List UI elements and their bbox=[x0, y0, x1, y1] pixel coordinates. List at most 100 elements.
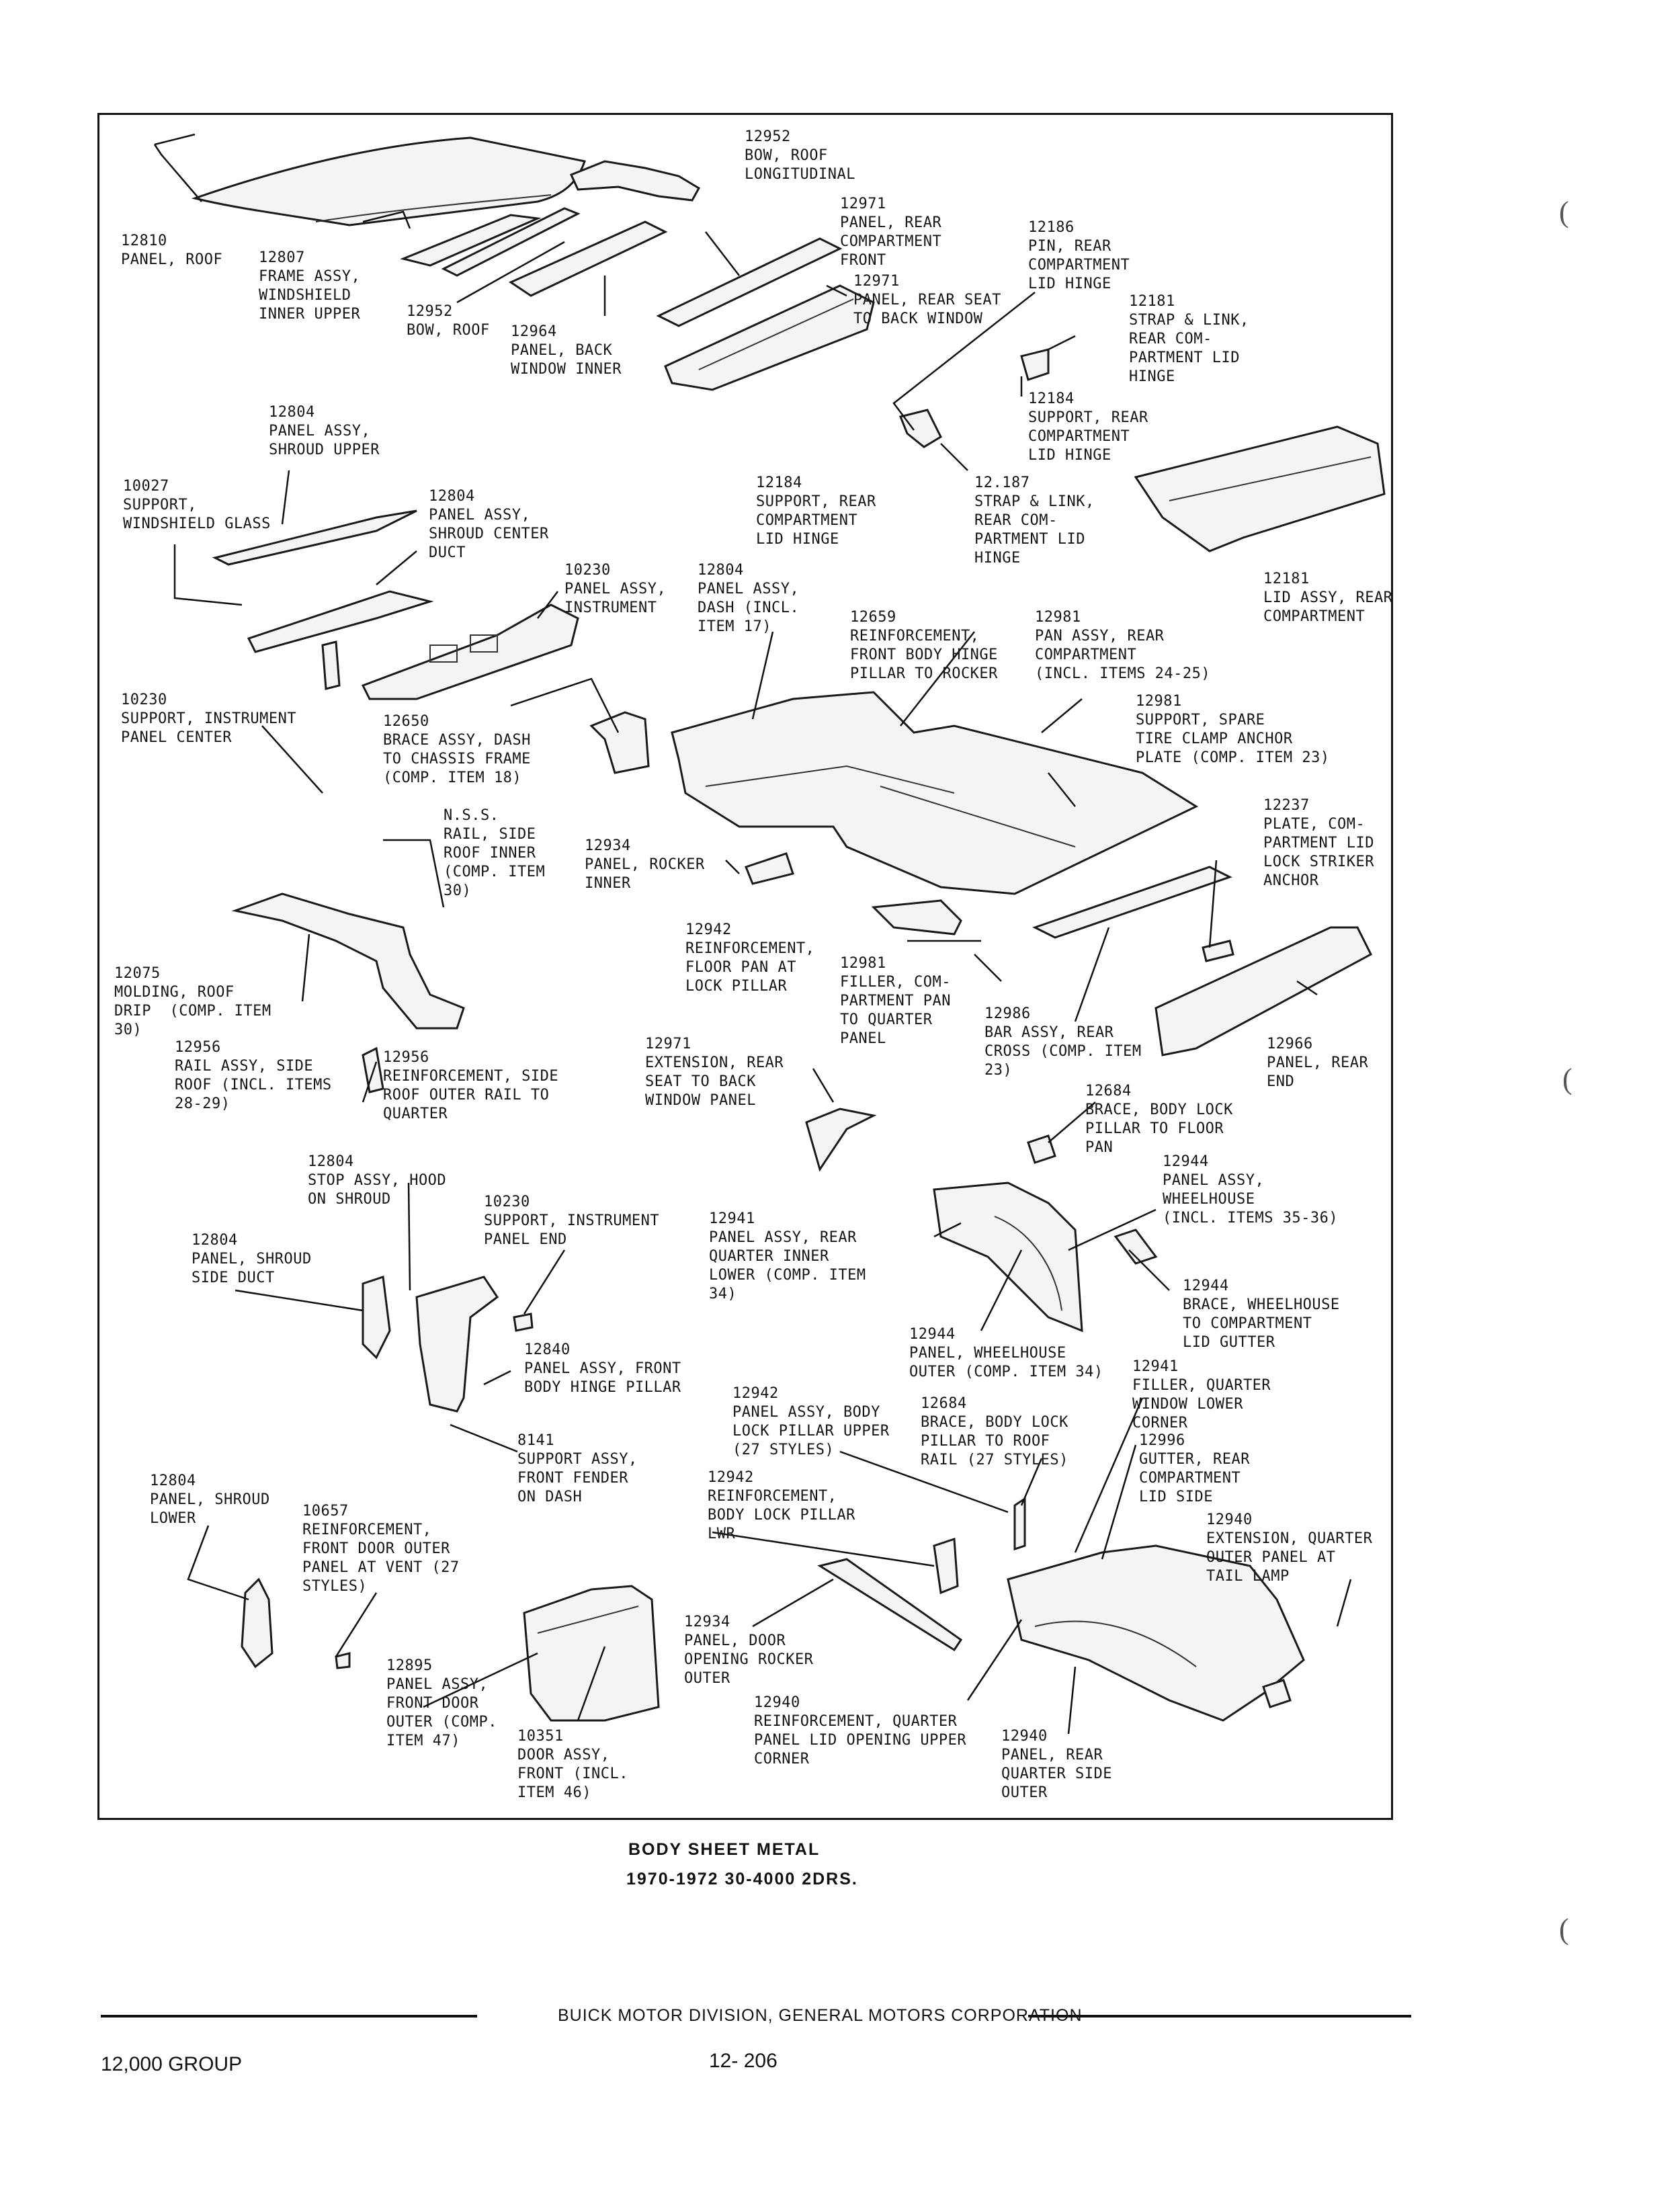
footer-company: BUICK MOTOR DIVISION, GENERAL MOTORS COR… bbox=[558, 2006, 1083, 2025]
callout-label: 12.187 STRAP & LINK, REAR COM- PARTMENT … bbox=[974, 474, 1095, 567]
windshield-inner-upper-frame bbox=[400, 214, 542, 267]
instrument-panel-center-support bbox=[321, 640, 341, 690]
callout-label: 12186 PIN, REAR COMPARTMENT LID HINGE bbox=[1028, 219, 1130, 292]
callout-label: 12966 PANEL, REAR END bbox=[1267, 1036, 1369, 1090]
callout-label: 12956 RAIL ASSY, SIDE ROOF (INCL. ITEMS … bbox=[175, 1039, 332, 1112]
footer-group: 12,000 GROUP bbox=[101, 2053, 243, 2075]
callout-label: 12981 SUPPORT, SPARE TIRE CLAMP ANCHOR P… bbox=[1136, 693, 1330, 766]
callout-label: 12181 LID ASSY, REAR COMPARTMENT bbox=[1263, 571, 1393, 625]
callout-label: 10351 DOOR ASSY, FRONT (INCL. ITEM 46) bbox=[517, 1728, 628, 1801]
shroud-side-duct-panel bbox=[362, 1275, 391, 1360]
page-number: 12- 206 bbox=[709, 2050, 778, 2072]
rear-quarter-inner-lower-panel bbox=[933, 1181, 1083, 1333]
margin-mark: ( bbox=[1559, 1913, 1569, 1946]
callout-label: 12941 PANEL ASSY, REAR QUARTER INNER LOW… bbox=[709, 1210, 866, 1302]
callout-label: 12981 FILLER, COM- PARTMENT PAN TO QUART… bbox=[840, 955, 951, 1047]
callout-label: 12934 PANEL, ROCKER INNER bbox=[585, 837, 705, 892]
callout-label: 12942 PANEL ASSY, BODY LOCK PILLAR UPPER… bbox=[732, 1385, 890, 1458]
callout-label: 12941 FILLER, QUARTER WINDOW LOWER CORNE… bbox=[1132, 1358, 1271, 1431]
instrument-panel bbox=[361, 604, 579, 700]
callout-label: 10230 PANEL ASSY, INSTRUMENT bbox=[564, 562, 667, 616]
callout-label: 12956 REINFORCEMENT, SIDE ROOF OUTER RAI… bbox=[383, 1049, 559, 1122]
callout-label: 12934 PANEL, DOOR OPENING ROCKER OUTER bbox=[684, 1614, 814, 1687]
callout-label: 12971 PANEL, REAR SEAT TO BACK WINDOW bbox=[853, 273, 1001, 327]
rear-seat-back-window-extension bbox=[805, 1108, 877, 1172]
callout-label: 12181 STRAP & LINK, REAR COM- PARTMENT L… bbox=[1129, 293, 1249, 385]
side-roof-rail bbox=[231, 892, 465, 1030]
callout-label: 12964 PANEL, BACK WINDOW INNER bbox=[511, 323, 622, 378]
callout-label: 12804 PANEL ASSY, DASH (INCL. ITEM 17) bbox=[698, 562, 800, 635]
callout-label: 12804 PANEL, SHROUD LOWER bbox=[150, 1472, 270, 1527]
lid-lock-striker-anchor-plate bbox=[1202, 940, 1234, 962]
callout-label: 12184 SUPPORT, REAR COMPARTMENT LID HING… bbox=[756, 474, 876, 548]
body-lock-pillar-upper-panel bbox=[1013, 1497, 1026, 1551]
callout-label: 12952 BOW, ROOF bbox=[407, 303, 490, 339]
callout-label: 10230 SUPPORT, INSTRUMENT PANEL CENTER bbox=[121, 692, 297, 746]
callout-label: 12684 BRACE, BODY LOCK PILLAR TO FLOOR P… bbox=[1085, 1083, 1233, 1156]
door-opening-rocker-outer-panel bbox=[817, 1558, 963, 1652]
callout-label: 10230 SUPPORT, INSTRUMENT PANEL END bbox=[484, 1194, 660, 1248]
callout-label: 12650 BRACE ASSY, DASH TO CHASSIS FRAME … bbox=[383, 713, 531, 786]
back-window-inner-panel bbox=[508, 220, 668, 297]
diagram-frame bbox=[97, 113, 1393, 1820]
rear-cross-bar bbox=[1032, 866, 1232, 939]
wheelhouse-lid-gutter-brace bbox=[1114, 1229, 1158, 1265]
leader-lines bbox=[153, 133, 1352, 1735]
diagram-subtitle: 1970-1972 30-4000 2DRS. bbox=[626, 1870, 858, 1888]
callout-label: 12237 PLATE, COM- PARTMENT LID LOCK STRI… bbox=[1263, 797, 1374, 889]
callout-label: 12810 PANEL, ROOF bbox=[121, 233, 223, 268]
shroud-center-duct-panel bbox=[247, 590, 434, 653]
callout-label: 12944 PANEL ASSY, WHEELHOUSE (INCL. ITEM… bbox=[1163, 1153, 1339, 1227]
callout-label: 12659 REINFORCEMENT, FRONT BODY HINGE PI… bbox=[850, 609, 998, 682]
front-body-hinge-pillar bbox=[415, 1276, 499, 1413]
callout-label: 12075 MOLDING, ROOF DRIP (COMP. ITEM 30) bbox=[114, 965, 271, 1038]
callout-label: 12942 REINFORCEMENT, BODY LOCK PILLAR LW… bbox=[708, 1469, 855, 1542]
callout-label: 10027 SUPPORT, WINDSHIELD GLASS bbox=[123, 478, 271, 532]
bow-roof bbox=[441, 207, 581, 277]
callout-label: 12804 PANEL ASSY, SHROUD CENTER DUCT bbox=[429, 488, 549, 561]
callout-label: 12840 PANEL ASSY, FRONT BODY HINGE PILLA… bbox=[524, 1341, 681, 1396]
front-door-outer-vent-reinforcement bbox=[335, 1652, 351, 1669]
callout-label: 12944 BRACE, WHEELHOUSE TO COMPARTMENT L… bbox=[1183, 1278, 1340, 1351]
callout-label: 12996 GUTTER, REAR COMPARTMENT LID SIDE bbox=[1139, 1432, 1250, 1505]
callout-label: 12804 PANEL ASSY, SHROUD UPPER bbox=[269, 404, 380, 458]
callout-label: 12971 EXTENSION, REAR SEAT TO BACK WINDO… bbox=[645, 1036, 784, 1109]
callout-label: 12940 REINFORCEMENT, QUARTER PANEL LID O… bbox=[754, 1694, 967, 1768]
margin-mark: ( bbox=[1559, 196, 1569, 228]
callout-label: 8141 SUPPORT ASSY, FRONT FENDER ON DASH bbox=[517, 1432, 638, 1505]
callout-label: 12944 PANEL, WHEELHOUSE OUTER (COMP. ITE… bbox=[909, 1326, 1103, 1380]
rear-quarter-side-outer-panel bbox=[1007, 1544, 1305, 1722]
shroud-lower-panel bbox=[241, 1577, 274, 1669]
front-door-assembly bbox=[523, 1585, 660, 1722]
callout-label: 12184 SUPPORT, REAR COMPARTMENT LID HING… bbox=[1028, 390, 1148, 464]
callout-label: 12986 BAR ASSY, REAR CROSS (COMP. ITEM 2… bbox=[984, 1005, 1142, 1079]
diagram-title: BODY SHEET METAL bbox=[628, 1840, 821, 1859]
margin-mark: ( bbox=[1562, 1063, 1572, 1095]
rear-end-panel bbox=[1154, 926, 1372, 1056]
rear-seat-to-back-window-panel bbox=[664, 284, 875, 391]
roof-panel bbox=[191, 136, 586, 226]
callout-label: 10657 REINFORCEMENT, FRONT DOOR OUTER PA… bbox=[302, 1503, 460, 1595]
footer-rule-left bbox=[101, 2015, 477, 2018]
callout-label: 12940 PANEL, REAR QUARTER SIDE OUTER bbox=[1001, 1728, 1112, 1801]
shroud-upper-panel bbox=[212, 509, 417, 566]
bow-roof-longitudinal bbox=[569, 160, 701, 202]
callout-label: 12971 PANEL, REAR COMPARTMENT FRONT bbox=[840, 196, 942, 269]
callout-label: 12684 BRACE, BODY LOCK PILLAR TO ROOF RA… bbox=[921, 1395, 1068, 1468]
quarter-outer-tail-lamp-extension bbox=[1262, 1679, 1292, 1708]
callout-label: 12804 PANEL, SHROUD SIDE DUCT bbox=[192, 1232, 312, 1286]
floor-pan-assembly bbox=[671, 691, 1199, 895]
rear-compartment-front-panel bbox=[656, 237, 843, 327]
callout-label: 12981 PAN ASSY, REAR COMPARTMENT (INCL. … bbox=[1035, 609, 1211, 682]
dash-to-chassis-brace bbox=[589, 711, 650, 774]
callout-label: 12940 EXTENSION, QUARTER OUTER PANEL AT … bbox=[1206, 1511, 1373, 1585]
rear-compartment-lid-hinge bbox=[898, 348, 1050, 448]
callout-label: 12807 FRAME ASSY, WINDSHIELD INNER UPPER bbox=[259, 249, 361, 323]
callout-label: 12804 STOP ASSY, HOOD ON SHROUD bbox=[308, 1153, 447, 1208]
callout-label: 12952 BOW, ROOF LONGITUDINAL bbox=[745, 128, 855, 183]
callout-label: 12942 REINFORCEMENT, FLOOR PAN AT LOCK P… bbox=[685, 921, 815, 995]
body-lock-pillar-lower-reinforcement bbox=[933, 1537, 959, 1595]
callout-label: 12895 PANEL ASSY, FRONT DOOR OUTER (COMP… bbox=[386, 1657, 497, 1749]
